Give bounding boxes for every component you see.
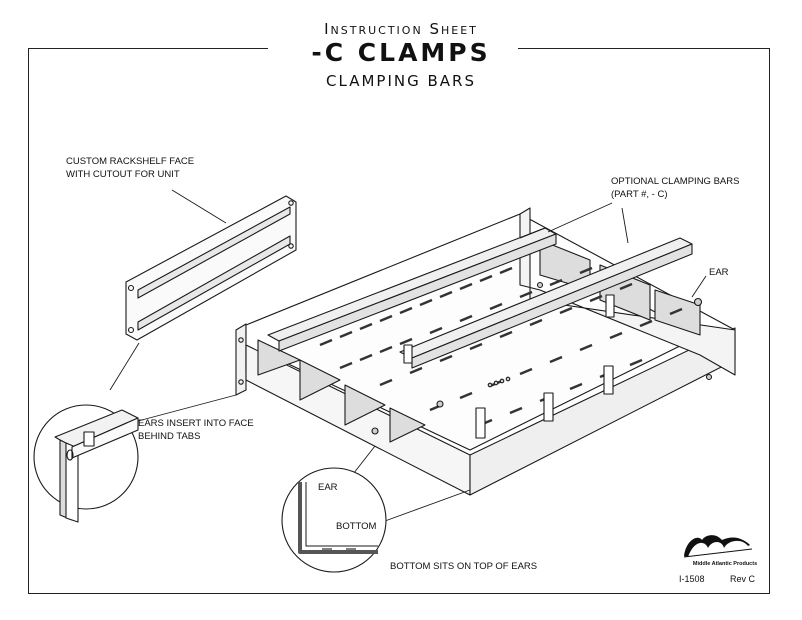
screws [371, 281, 713, 435]
sheet-title: Instruction Sheet [324, 20, 478, 38]
vent-slots [319, 266, 683, 427]
detail-circle-ears [33, 404, 139, 523]
detail-label-bottom: BOTTOM [336, 521, 377, 532]
callout-rackshelf-face: CUSTOM RACKSHELF FACE WITH CUTOUT FOR UN… [66, 156, 195, 180]
rackshelf-face-panel [125, 195, 297, 341]
revision-label: Rev C [730, 574, 756, 584]
clamp-brackets [475, 294, 615, 439]
callout-bottom-sits: BOTTOM SITS ON TOP OF EARS [390, 561, 538, 572]
detail-label-ear: EAR [318, 482, 338, 493]
shelf-left-ear [235, 323, 247, 396]
product-title: -C CLAMPS [311, 38, 491, 67]
detail-circle-bottom [281, 467, 387, 573]
clamping-bar-rear [267, 227, 557, 352]
document-number: I-1508 [679, 574, 705, 584]
brand-logo [683, 535, 753, 558]
clamping-bar-front [399, 237, 693, 369]
product-subtitle: CLAMPING BARS [326, 72, 476, 90]
callout-clamping-bars: OPTIONAL CLAMPING BARS (PART #, - C) [611, 176, 740, 200]
callout-ears-insert: EARS INSERT INTO FACE BEHIND TABS [138, 418, 254, 442]
brand-name: Middle Atlantic Products [692, 561, 758, 567]
title-gap [268, 40, 518, 54]
callout-ear: EAR [709, 267, 729, 278]
